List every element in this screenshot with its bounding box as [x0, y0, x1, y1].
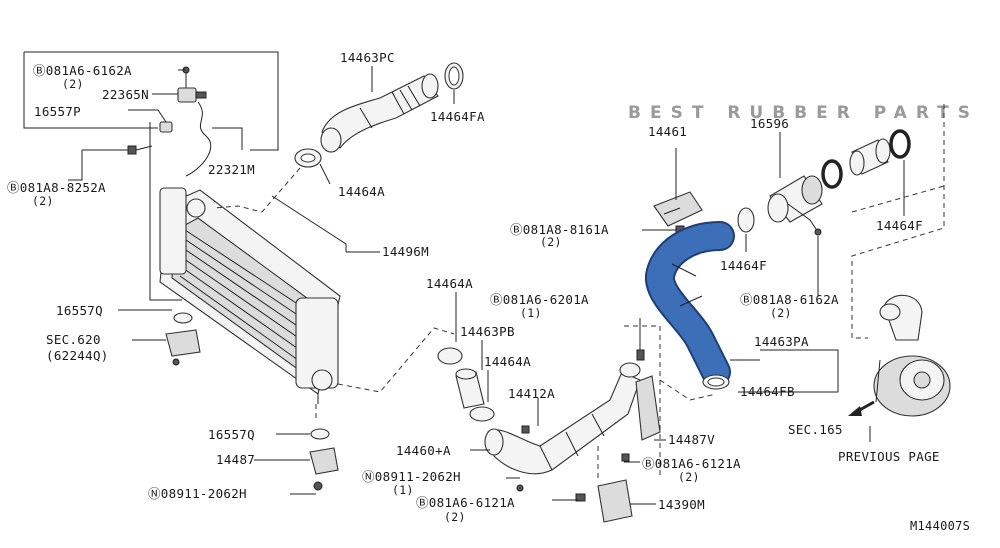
clamp-14464F-right-part [889, 129, 911, 159]
bolt-081A6-6201A-part [636, 318, 645, 361]
clamp-14464A-mid-part [437, 347, 463, 365]
label-081A6-6162A-qty: (2) [62, 77, 84, 91]
dashed-frame-right [851, 104, 945, 339]
label-081A6-6162A: Ⓑ081A6-6162A [33, 63, 132, 78]
label-081A8-8161A-qty: (2) [540, 235, 562, 249]
intercooler-14496M-part [149, 122, 341, 404]
label-14390M: 14390M [658, 497, 705, 512]
grommet-16557Q-lower-part [310, 428, 330, 440]
bolt-081A6-6121A-right-part [621, 453, 630, 462]
bracket-14487V-part [635, 375, 661, 441]
label-081A8-8252A-qty: (2) [32, 194, 54, 208]
label-14496M: 14496M [382, 244, 429, 259]
label-22365N: 22365N [102, 87, 149, 102]
label-081A6-6201A: Ⓑ081A6-6201A [490, 292, 589, 307]
label-081A8-8252A: Ⓑ081A8-8252A [7, 180, 106, 195]
label-14464FB: 14464FB [740, 384, 795, 399]
label-081A8-6162A: Ⓑ081A8-6162A [740, 292, 839, 307]
hose-14463PB-part [455, 368, 485, 409]
label-14464F-mid: 14464F [720, 258, 767, 273]
label-08911-2062H-mid-qty: (1) [392, 483, 414, 497]
dashed-hose-lower [659, 379, 717, 401]
label-14464FA: 14464FA [430, 109, 485, 124]
label-14464A-low: 14464A [484, 354, 531, 369]
hose-14463PA-highlighted-part [645, 221, 735, 387]
label-previous-page: PREVIOUS PAGE [838, 449, 940, 464]
bracket-14487-part [309, 447, 339, 491]
bolt-081A8-8252A-part [127, 145, 153, 155]
label-14464A-top: 14464A [338, 184, 385, 199]
label-16557Q-low: 16557Q [208, 427, 255, 442]
label-16596: 16596 [750, 116, 789, 131]
label-22321M: 22321M [208, 162, 255, 177]
label-sec620: SEC.620 [46, 332, 101, 347]
turbocharger-part [873, 294, 951, 417]
bolt-14412A-part [521, 425, 530, 434]
label-16557Q-top: 16557Q [56, 303, 103, 318]
label-14464F-right: 14464F [876, 218, 923, 233]
tube-14460A-part [484, 362, 641, 475]
label-081A6-6201A-qty: (1) [520, 306, 542, 320]
label-14487: 14487 [216, 452, 255, 467]
label-081A8-8161A: Ⓑ081A8-8161A [510, 222, 609, 237]
label-14463PB: 14463PB [460, 324, 515, 339]
label-sec620-sub: (62244Q) [46, 348, 109, 363]
dashed-frame-center [624, 325, 661, 476]
label-14487V: 14487V [668, 432, 715, 447]
bracket-14461-part [653, 191, 703, 227]
dashed-route-14463PC [213, 167, 301, 213]
label-081A6-6121A-right: Ⓑ081A6-6121A [642, 456, 741, 471]
arrow-sec165 [848, 400, 875, 416]
bracket-14390M-part [597, 479, 633, 523]
dashed-route-lower [337, 327, 455, 393]
hose-14463PC-part [320, 73, 439, 153]
sensor-22365N-part [159, 66, 212, 177]
label-14461: 14461 [648, 124, 687, 139]
label-16557P: 16557P [34, 104, 81, 119]
label-14463PC: 14463PC [340, 50, 395, 65]
label-14463PA: 14463PA [754, 334, 809, 349]
diagram-code: M144007S [910, 519, 970, 533]
label-14464A-mid: 14464A [426, 276, 473, 291]
clamp-ring-right-a-part [821, 159, 843, 189]
clamp-14464A-low-part [469, 406, 495, 422]
label-081A8-6162A-qty: (2) [770, 306, 792, 320]
clamp-14464FB-part [702, 374, 730, 390]
bracket-sec620-part [165, 329, 201, 366]
label-08911-2062H-low: Ⓝ08911-2062H [148, 486, 247, 501]
label-081A6-6121A-right-qty: (2) [678, 470, 700, 484]
label-08911-2062H-mid: Ⓝ08911-2062H [362, 469, 461, 484]
leader-14496M [271, 195, 347, 252]
clamp-14464A-top-part [294, 148, 322, 168]
label-sec165: SEC.165 [788, 422, 843, 437]
label-14412A: 14412A [508, 386, 555, 401]
label-081A6-6121A-left-qty: (2) [444, 510, 466, 524]
valve-16596-part [767, 175, 823, 236]
watermark: BEST RUBBER PARTS [628, 103, 979, 123]
label-14460A: 14460+A [396, 443, 451, 458]
grommet-16557Q-upper-part [173, 312, 193, 324]
nut-08911-mid-part [516, 484, 524, 492]
dashed-frame-right-2 [851, 185, 945, 213]
tube-short-part [849, 138, 891, 176]
bolt-081A6-6121A-left-part [575, 493, 586, 502]
clamp-14464F-mid-part [737, 207, 755, 233]
sensor-inset-box [23, 51, 279, 151]
leader-lines [68, 66, 905, 505]
label-081A6-6121A-left: Ⓑ081A6-6121A [416, 495, 515, 510]
clamp-14464FA-part [444, 62, 464, 90]
